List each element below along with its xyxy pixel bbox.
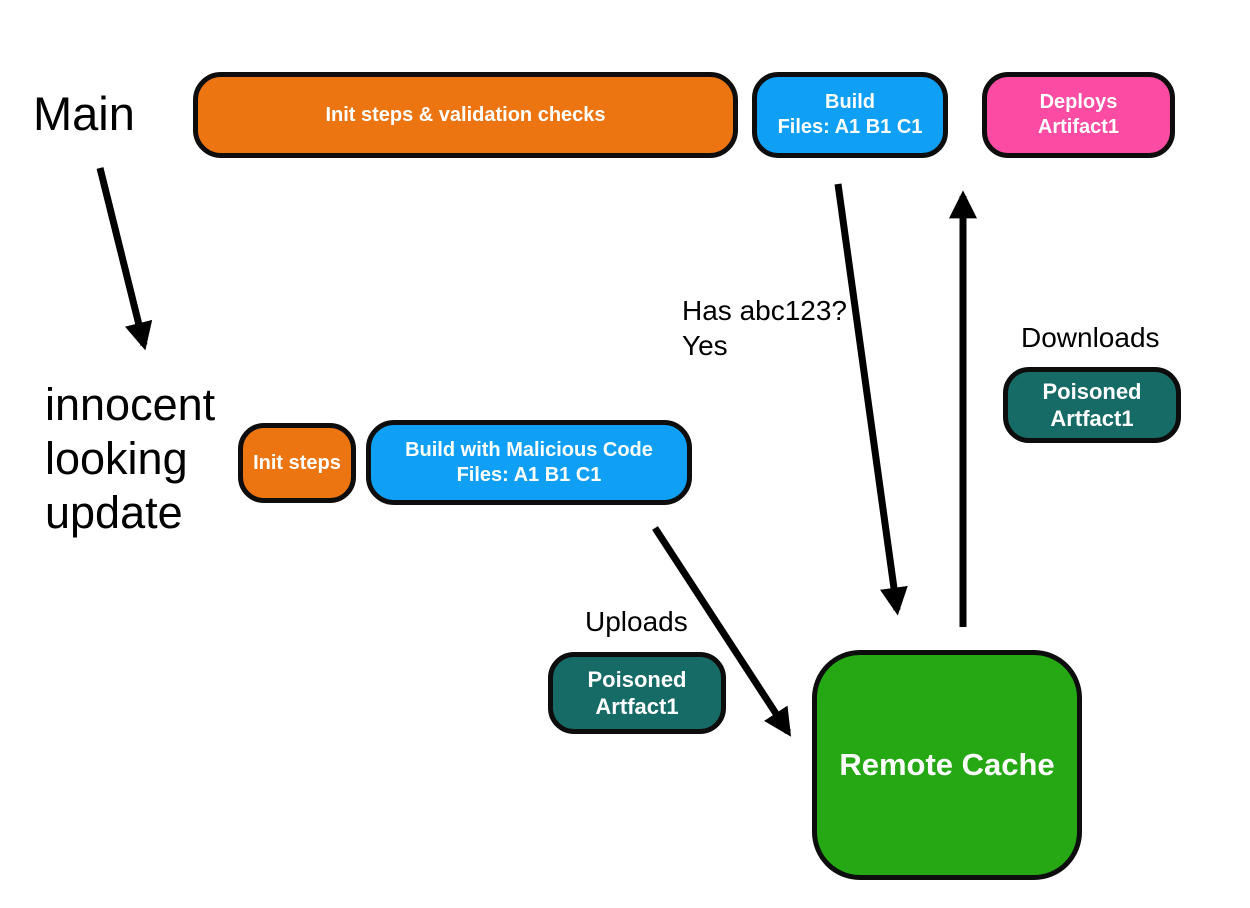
uploads-label: Uploads — [585, 606, 688, 637]
main-branch-label: Main — [33, 87, 135, 140]
node-deploys-line2: Artifact1 — [1037, 116, 1120, 138]
node-poisoned-upload-line1: Poisoned — [587, 667, 687, 692]
innocent-update-label: innocent looking update — [45, 378, 215, 540]
arrow-build-to-cache — [834, 183, 908, 616]
node-poisoned-download-line1: Poisoned — [1042, 379, 1142, 404]
node-deploys-line1: Deploys — [1039, 91, 1118, 113]
node-remote-cache: Remote Cache — [812, 650, 1082, 880]
downloads-label: Downloads — [1021, 322, 1160, 353]
cache-hit-answer: Yes — [682, 330, 728, 361]
innocent-label-line1: innocent — [45, 379, 216, 430]
node-build-main-line2: Files: A1 B1 C1 — [777, 116, 923, 138]
node-build-main: Build Files: A1 B1 C1 — [752, 72, 948, 158]
node-init-steps-label: Init steps — [253, 451, 341, 474]
node-poisoned-download-line2: Artfact1 — [1050, 406, 1134, 431]
node-init-steps: Init steps — [238, 423, 356, 503]
node-poisoned-artifact-upload: Poisoned Artfact1 — [548, 652, 726, 734]
cache-hit-annotation: Has abc123? Yes — [682, 293, 847, 363]
node-init-validation-label: Init steps & validation checks — [325, 103, 606, 126]
node-build-malicious: Build with Malicious Code Files: A1 B1 C… — [366, 420, 692, 505]
cache-hit-question: Has abc123? — [682, 295, 848, 326]
node-build-malicious-line1: Build with Malicious Code — [405, 438, 653, 461]
node-remote-cache-label: Remote Cache — [839, 747, 1055, 782]
arrow-main-to-update — [96, 167, 153, 351]
node-poisoned-upload-line2: Artfact1 — [595, 694, 679, 719]
innocent-label-line2: looking — [45, 433, 188, 484]
node-poisoned-artifact-download: Poisoned Artfact1 — [1003, 367, 1181, 443]
node-build-malicious-line2: Files: A1 B1 C1 — [456, 463, 602, 486]
node-deploys-artifact: Deploys Artifact1 — [982, 72, 1175, 158]
innocent-label-line3: update — [45, 487, 183, 538]
node-init-validation: Init steps & validation checks — [193, 72, 738, 158]
node-build-main-line1: Build — [825, 91, 875, 113]
